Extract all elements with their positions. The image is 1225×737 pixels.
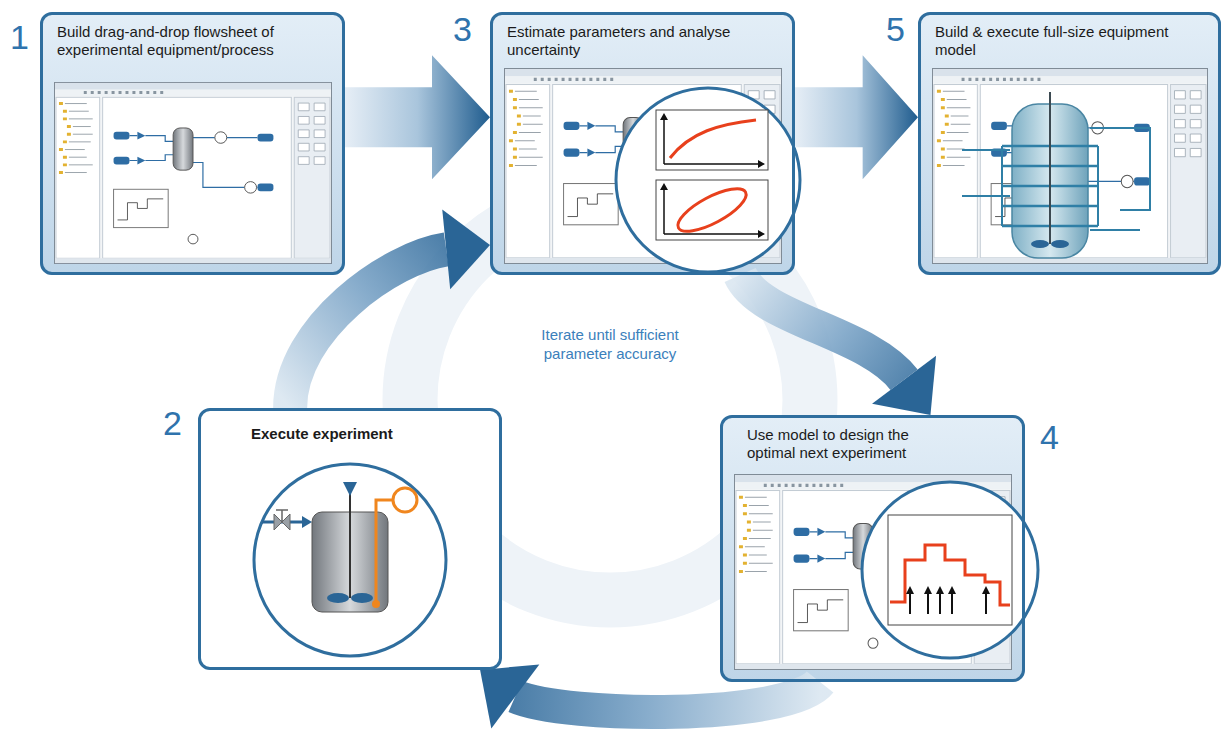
flow-arrow bbox=[345, 55, 490, 179]
step-panel: Use model to design the optimal next exp… bbox=[720, 415, 1025, 682]
cycle-arrow-body bbox=[740, 275, 904, 380]
arrow-head bbox=[872, 356, 936, 415]
full-size-reactor bbox=[962, 92, 1150, 258]
step-text: Estimate parameters and analyse uncertai… bbox=[507, 23, 777, 59]
step-panel: Estimate parameters and analyse uncertai… bbox=[490, 12, 795, 275]
step-panel: Build & execute full-size equipment mode… bbox=[918, 12, 1221, 275]
cycle-arrow bbox=[480, 664, 820, 728]
step-text: Use model to design the optimal next exp… bbox=[747, 426, 947, 462]
arrow-head bbox=[442, 210, 490, 290]
flow-arrow bbox=[795, 55, 918, 179]
step-text: Build drag-and-drop flowsheet of experim… bbox=[57, 23, 282, 59]
step-text: Build & execute full-size equipment mode… bbox=[935, 23, 1205, 59]
software-screenshot bbox=[54, 82, 331, 263]
cycle-note: Iterate until sufficient parameter accur… bbox=[540, 326, 680, 364]
cycle-arrow bbox=[740, 275, 936, 415]
experiment-design-chart bbox=[862, 482, 1038, 658]
step-number: 5 bbox=[886, 12, 916, 46]
step-text: Execute experiment bbox=[251, 425, 471, 443]
step-panel: Execute experiment bbox=[198, 408, 502, 670]
step-number: 4 bbox=[1040, 420, 1070, 454]
block-arrow bbox=[345, 55, 490, 179]
block-arrow bbox=[795, 55, 918, 179]
software-screenshot bbox=[932, 69, 1207, 264]
step-number: 3 bbox=[453, 12, 483, 46]
step-number: 2 bbox=[163, 406, 193, 440]
step-number: 1 bbox=[10, 20, 40, 54]
lab-vessel bbox=[254, 464, 446, 656]
parameter-charts bbox=[616, 88, 800, 272]
panel-fills bbox=[40, 12, 1221, 682]
cycle-arrow-body bbox=[515, 682, 820, 712]
step-panel: Build drag-and-drop flowsheet of experim… bbox=[40, 12, 345, 275]
cycle-arrow bbox=[290, 210, 490, 408]
arrow-head bbox=[480, 664, 539, 728]
